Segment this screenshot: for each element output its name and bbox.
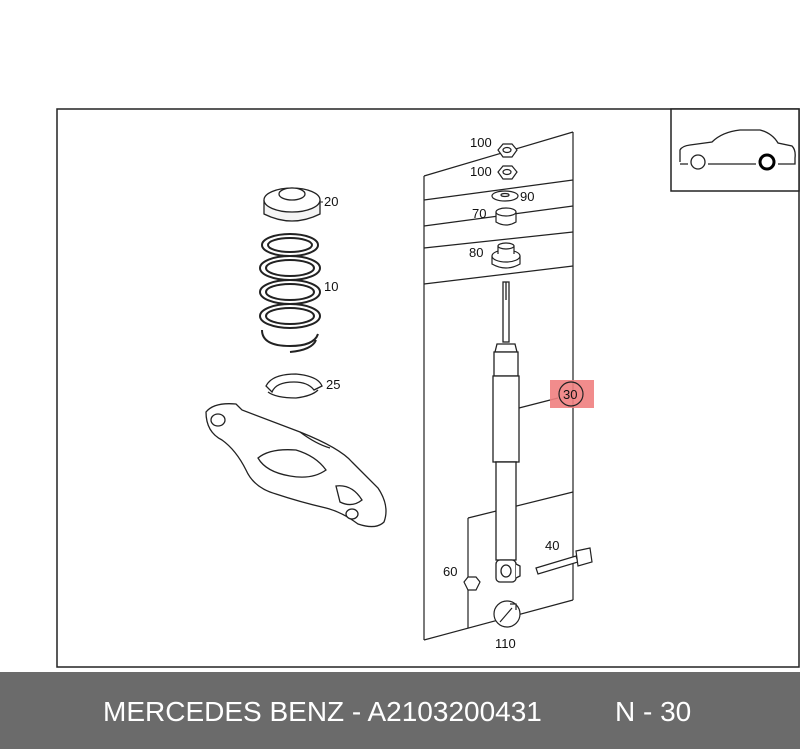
shock-absorber-part — [492, 281, 521, 583]
callout-110: 110 — [495, 636, 516, 651]
rear-wheel-highlight-icon — [758, 153, 776, 171]
callout-10: 10 — [324, 279, 338, 294]
callout-40: 40 — [545, 538, 559, 553]
nut-upper-part — [497, 143, 518, 158]
callout-25: 25 — [326, 377, 340, 392]
spring-pad-part — [263, 187, 321, 222]
control-arm-part — [205, 403, 387, 528]
nut-lower-part — [497, 165, 518, 180]
coil-spring-part — [259, 233, 321, 353]
vehicle-inset — [670, 108, 800, 192]
diagram-frame — [56, 108, 800, 668]
callout-80: 80 — [469, 245, 483, 260]
callout-30: 30 — [563, 387, 577, 402]
front-wheel-icon — [690, 154, 706, 170]
part-number-footer: MERCEDES BENZ - A2103200431 N - 30 — [0, 672, 800, 749]
bushing-part — [495, 207, 517, 226]
callout-70: 70 — [472, 206, 486, 221]
nut-bottom-part — [463, 576, 481, 591]
position-label: N - 30 — [615, 696, 692, 727]
callout-circle-30 — [558, 381, 584, 407]
part-number-label: MERCEDES BENZ - A2103200431 — [103, 696, 542, 727]
bolt-part — [535, 547, 593, 575]
callout-highlight — [550, 380, 594, 408]
callout-90: 90 — [520, 189, 534, 204]
callout-100-upper: 100 — [470, 135, 492, 150]
tool-icon — [493, 600, 521, 628]
callout-100-lower: 100 — [470, 164, 492, 179]
washer-part — [491, 190, 519, 202]
callout-20: 20 — [324, 194, 338, 209]
parts-diagram: 20 10 25 100 100 90 70 80 30 40 60 110 — [56, 108, 800, 668]
mount-part — [491, 242, 521, 269]
spring-seat-part — [265, 373, 323, 399]
callout-60: 60 — [443, 564, 457, 579]
